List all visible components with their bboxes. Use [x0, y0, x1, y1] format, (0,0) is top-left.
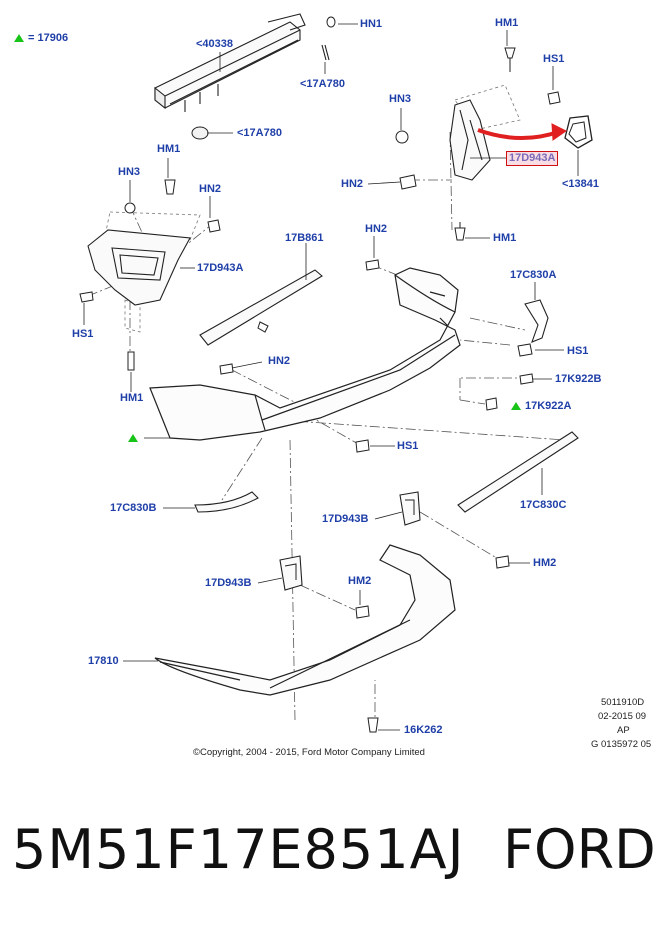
- bumper-triangle-icon: [128, 434, 138, 442]
- label-17c830c: 17C830C: [520, 499, 567, 511]
- label-hn2-left: HN2: [199, 183, 222, 195]
- label-17d943b-b: 17D943B: [205, 577, 252, 589]
- label-hm1-right: HM1: [493, 232, 517, 244]
- label-17810: 17810: [88, 655, 119, 667]
- bumper-cover: [149, 267, 461, 441]
- label-hn2-lower: HN2: [268, 355, 291, 367]
- label-17a780-a: <17A780: [300, 78, 345, 90]
- reference-code: 5011910D: [601, 697, 645, 708]
- label-17c830a: 17C830A: [510, 269, 557, 281]
- label-17d943a-highlighted: 17D943A: [506, 151, 559, 166]
- trim-strip-17c830c: [457, 431, 579, 513]
- label-hn2-right: HN2: [341, 178, 364, 190]
- legend-triangle-icon: [14, 34, 24, 42]
- label-hm2-bottom: HM2: [348, 575, 372, 587]
- label-hm2-right: HM2: [533, 557, 557, 569]
- label-13841: <13841: [562, 178, 600, 190]
- label-hn2-mid: HN2: [365, 223, 388, 235]
- label-hs1-left: HS1: [72, 328, 94, 340]
- reference-date: 02-2015 09: [598, 711, 647, 722]
- label-hn3-right: HN3: [389, 93, 412, 105]
- label-16k262: 16K262: [404, 724, 443, 736]
- reference-id: G 0135972 05: [591, 739, 652, 750]
- label-17k922b: 17K922B: [555, 373, 602, 385]
- label-hm1-left: HM1: [157, 143, 181, 155]
- trim-17c830b: [194, 491, 259, 513]
- label-hs1-top: HS1: [543, 53, 565, 65]
- label-17a780-b: <17A780: [237, 127, 282, 139]
- label-40338: <40338: [196, 38, 234, 50]
- lower-valance-17810: [154, 544, 456, 696]
- label-17b861: 17B861: [285, 232, 324, 244]
- copyright-notice: ©Copyright, 2004 - 2015, Ford Motor Comp…: [193, 747, 425, 758]
- label-hn1-top: HN1: [360, 18, 383, 30]
- legend-text: = 17906: [28, 32, 69, 44]
- label-hm1-top: HM1: [495, 17, 519, 29]
- part-number: 5M51F17E851AJ: [12, 818, 465, 881]
- label-17c830b: 17C830B: [110, 502, 157, 514]
- label-hs1-right: HS1: [567, 345, 589, 357]
- label-hn3-left: HN3: [118, 166, 141, 178]
- parts-diagram: [79, 13, 593, 733]
- label-hm1-left-bottom: HM1: [120, 392, 144, 404]
- bracket-17d943a-left: [87, 229, 191, 306]
- bracket-17d943a-right: [449, 99, 491, 181]
- reference-region: AP: [617, 725, 630, 736]
- label-17d943b-a: 17D943B: [322, 513, 369, 525]
- label-17k922a: 17K922A: [525, 400, 572, 412]
- energy-absorber-17b861: [199, 269, 323, 346]
- reinforcement-bar-40338: [154, 13, 306, 112]
- label-17d943a-left: 17D943A: [197, 262, 244, 274]
- brand-name: FORD: [503, 818, 656, 881]
- 17k922a-triangle-icon: [511, 402, 521, 410]
- label-hs1-mid: HS1: [397, 440, 419, 452]
